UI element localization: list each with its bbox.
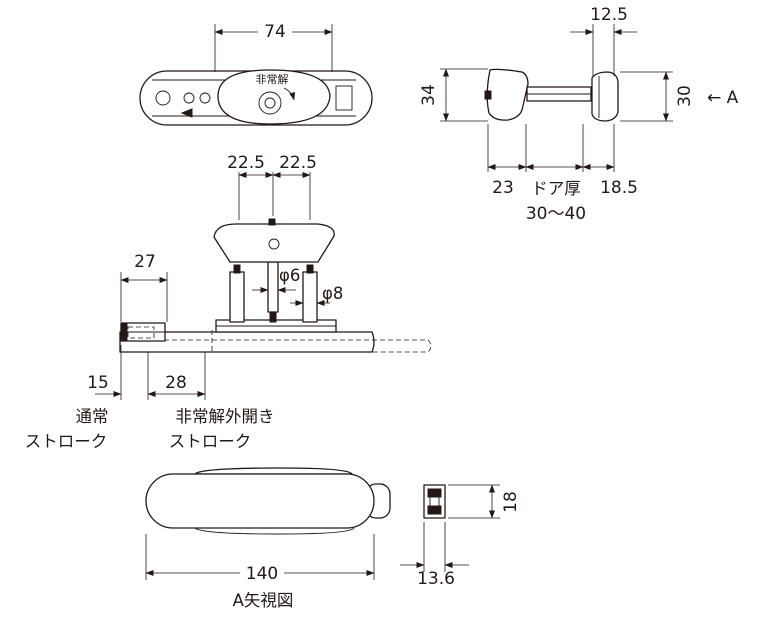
normal-stroke-label-line2: ストローク [25, 432, 108, 451]
front-post-right [302, 271, 318, 323]
dim-22-5-left-text: 22.5 [227, 153, 265, 173]
dim-22-5-right-text: 22.5 [279, 153, 317, 173]
front-knob-hole [268, 238, 280, 250]
door-thickness-label: ドア厚 [531, 179, 581, 198]
front-center-shaft [267, 261, 279, 313]
bolt-end-view-top [427, 488, 442, 498]
top-hole-2 [199, 92, 211, 104]
dim-13-6-text: 13.6 [417, 569, 455, 589]
front-bolt-dashed-inner [127, 326, 155, 339]
dim-phi8-text: φ8 [322, 284, 343, 303]
dim-74-text: 74 [264, 22, 286, 42]
view-a-knob-bottom [194, 527, 355, 535]
dim-140-bg [240, 563, 284, 583]
front-center-shaft-tip [269, 311, 277, 323]
dim-140-text: 140 [246, 564, 278, 584]
dim-74-bg [258, 22, 292, 40]
top-screw-hole-left [155, 90, 171, 106]
top-hole-1 [183, 92, 195, 104]
front-knob [213, 223, 335, 263]
front-post-left-cap [233, 264, 241, 274]
view-a-knob-top [194, 467, 353, 475]
front-stroke-outline-dashed [124, 339, 432, 353]
dim-34-text: 34 [419, 84, 439, 106]
dim-23-text: 23 [492, 178, 514, 198]
view-a-base-plate [145, 473, 375, 529]
view-a-caption: A矢視図 [233, 591, 294, 610]
side-inner-knob [591, 71, 619, 122]
front-view: 22.5 22.5 φ6 φ8 27 15 28 通常 ストローク 非常解外開き… [25, 153, 432, 451]
knob-marking-text: 非常解 [256, 72, 289, 86]
dim-18-5-text: 18.5 [600, 178, 638, 198]
knob-emblem-icon [258, 91, 282, 115]
side-view: 34 30 ← A 12.5 23 ドア厚 30〜40 18.5 [419, 5, 739, 224]
dim-15-text: 15 [87, 373, 109, 393]
emergency-stroke-label-line1: 非常解外開き [176, 407, 275, 426]
bolt-end-view-bottom [427, 505, 442, 515]
top-knob [217, 69, 331, 125]
door-thickness-range: 30〜40 [526, 204, 586, 224]
normal-stroke-label-line1: 通常 [76, 407, 109, 426]
side-outer-knob [486, 68, 529, 121]
side-key-pin [484, 90, 492, 100]
knob-rotate-arrow-icon [283, 87, 296, 101]
knob-emblem-inner [264, 97, 276, 109]
dim-12-5-text: 12.5 [590, 5, 628, 25]
emergency-stroke-label-line2: ストローク [169, 432, 252, 451]
front-base-plate [119, 331, 375, 353]
top-view: 非常解 74 [139, 22, 373, 126]
view-a-arrow-text: ← A [707, 88, 739, 108]
view-a: 140 A矢視図 18 13.6 [145, 467, 521, 610]
top-slot-right [335, 85, 353, 111]
dim-phi6-text: φ6 [279, 266, 300, 285]
front-bolt-end [120, 322, 128, 342]
front-post-right-cap [306, 264, 314, 274]
front-knob-top-pin [268, 218, 276, 226]
top-direction-arrow-icon [180, 108, 193, 118]
dim-27-text: 27 [134, 252, 156, 272]
front-post-left [229, 271, 245, 323]
dim-28-text: 28 [165, 373, 187, 393]
dim-18-text: 18 [501, 491, 521, 513]
dim-30-text: 30 [675, 85, 695, 107]
